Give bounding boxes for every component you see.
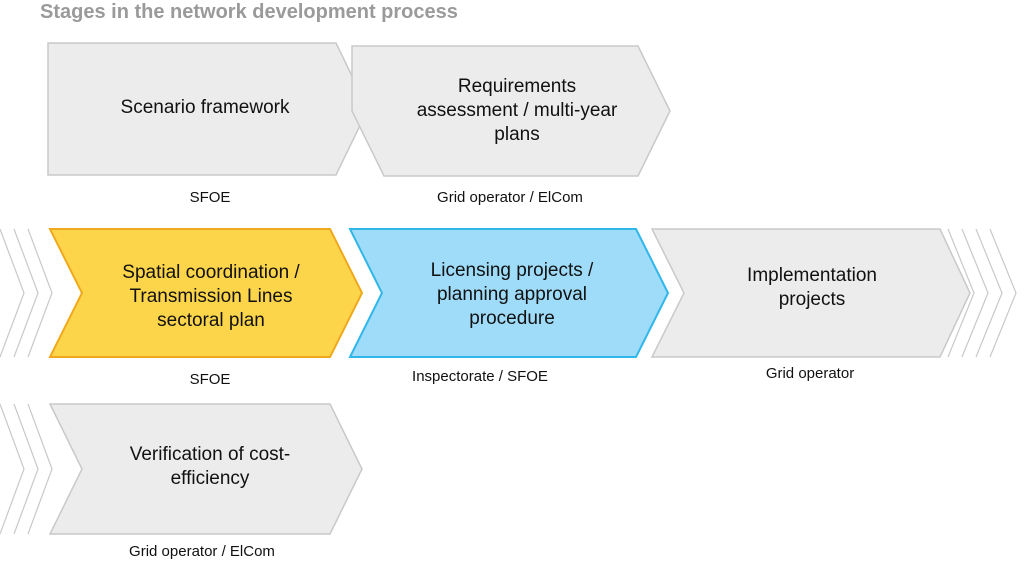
- step-arrow-implementation-projects: [650, 228, 971, 358]
- step-label-implementation-projects: Implementation projects: [747, 265, 877, 310]
- step-owner-scenario-framework: SFOE: [189, 189, 231, 206]
- continuation-chevrons-right: [947, 228, 1017, 358]
- step-arrow-verification-cost-efficiency: [48, 403, 363, 535]
- step-arrow-licensing-projects: [348, 228, 670, 358]
- step-arrow-scenario-framework: [47, 42, 369, 176]
- continuation-chevrons-left-row3: [0, 403, 53, 535]
- step-label-requirements-assessment: Requirements assessment / multi-year pla…: [416, 76, 618, 145]
- step-label-verification-cost-efficiency: Verification of cost-efficiency: [129, 444, 291, 489]
- step-label-scenario-framework: Scenario framework: [120, 97, 290, 118]
- step-owner-requirements-assessment: Grid operator / ElCom: [437, 189, 583, 206]
- step-owner-licensing-projects: Inspectorate / SFOE: [412, 368, 548, 385]
- step-label-licensing-projects: Licensing projects / planning approval p…: [430, 260, 594, 329]
- diagram-title: Stages in the network development proces…: [40, 1, 458, 23]
- step-owner-spatial-coordination: SFOE: [189, 371, 231, 388]
- step-label-spatial-coordination: Spatial coordination / Transmission Line…: [122, 262, 300, 331]
- step-owner-implementation-projects: Grid operator: [765, 365, 855, 382]
- step-arrow-requirements-assessment: [351, 45, 671, 177]
- step-owner-verification-cost-efficiency: Grid operator / ElCom: [129, 543, 275, 560]
- step-arrow-spatial-coordination: [48, 228, 364, 358]
- continuation-chevrons-left: [0, 228, 53, 358]
